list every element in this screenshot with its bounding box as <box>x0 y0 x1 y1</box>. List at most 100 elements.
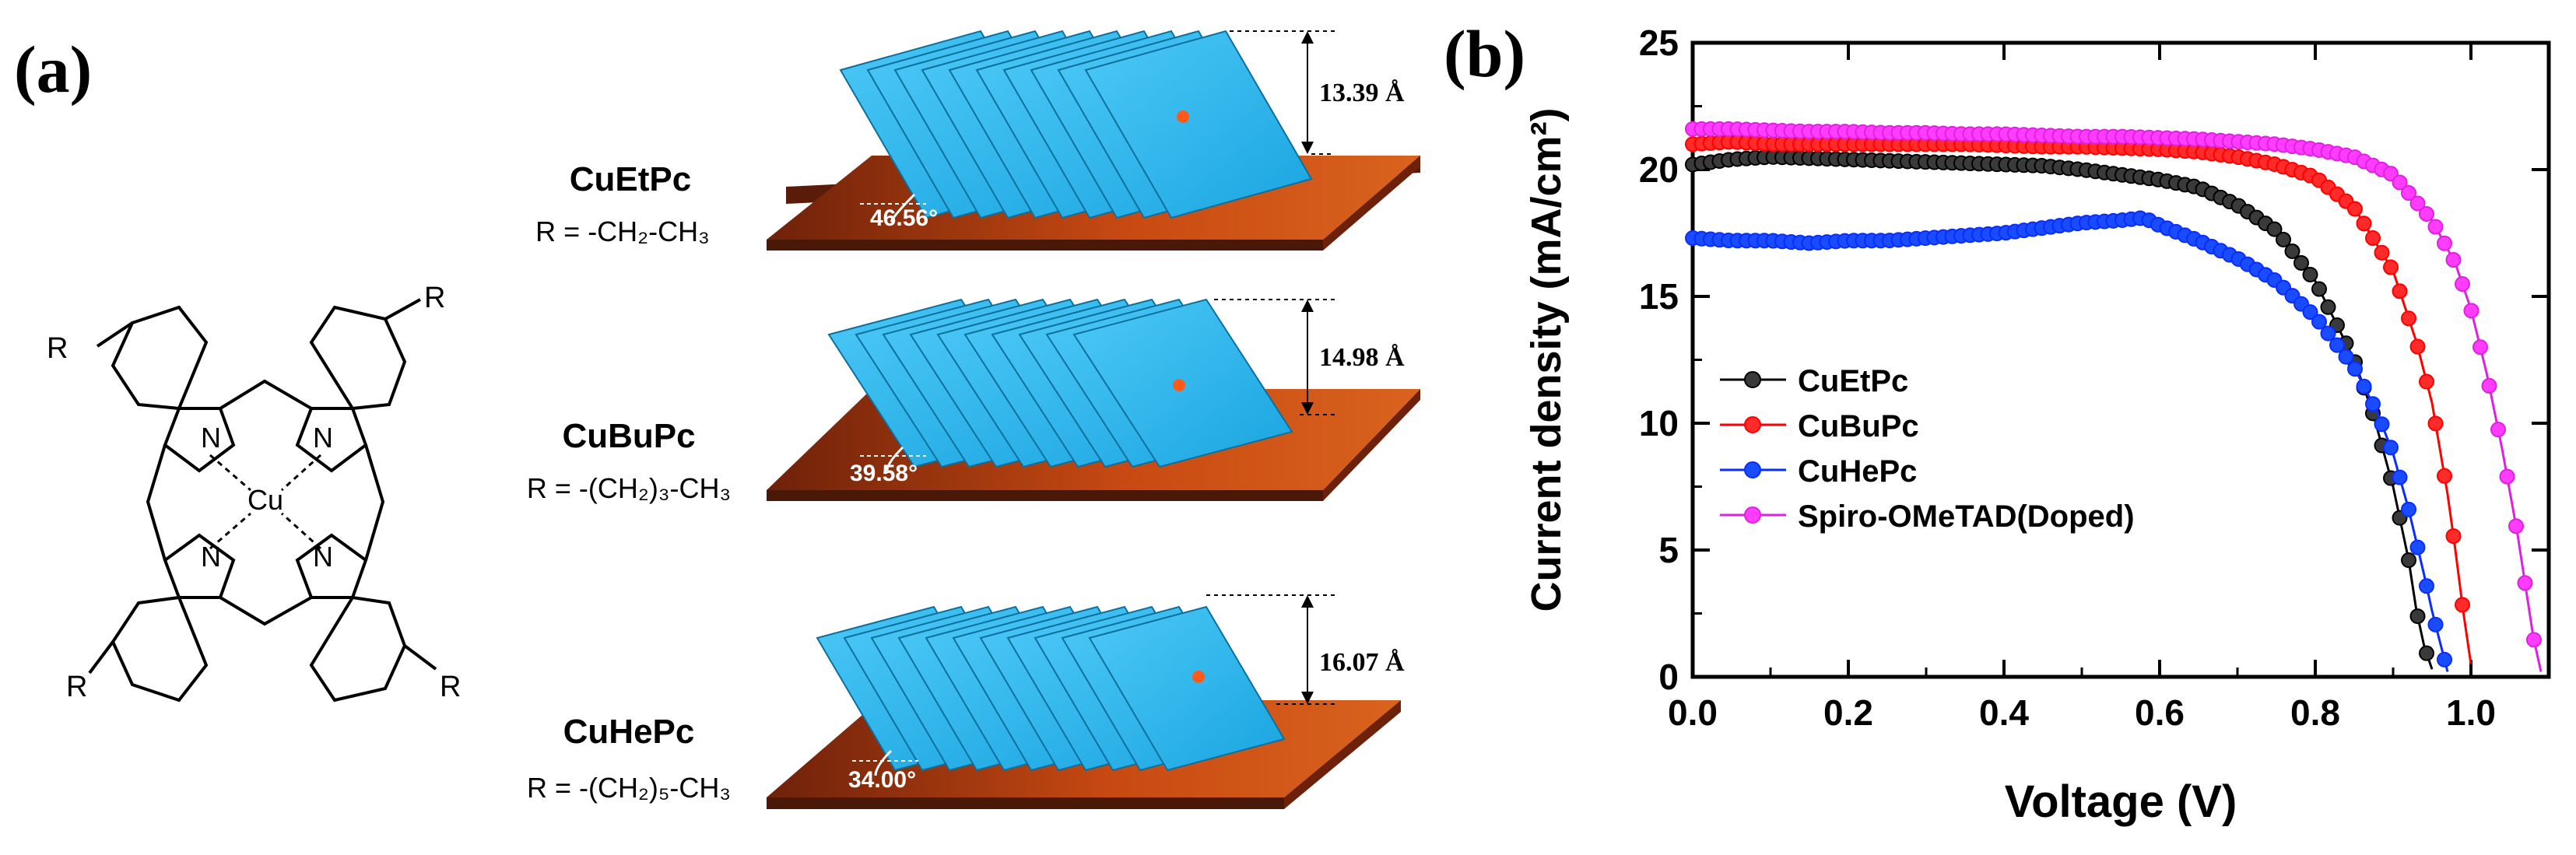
y-tick-label: 15 <box>1639 276 1679 317</box>
series-cuhepc <box>1685 210 2452 672</box>
data-point <box>2409 195 2426 212</box>
y-tick-label: 25 <box>1639 23 1679 63</box>
data-point <box>2463 303 2479 319</box>
data-point <box>2409 608 2426 625</box>
r-label: R <box>440 671 461 703</box>
data-point <box>2374 416 2390 433</box>
data-point <box>2365 230 2381 247</box>
data-point <box>2481 377 2497 394</box>
data-point <box>2392 283 2408 300</box>
data-point <box>2437 235 2452 251</box>
data-point <box>2356 378 2372 394</box>
legend-marker <box>1744 416 1761 433</box>
legend-label: CuEtPc <box>1798 364 1908 398</box>
panel-a-label: (a) <box>14 32 92 107</box>
data-point <box>2490 422 2506 438</box>
legend-label: Spiro-OMeTAD(Doped) <box>1798 499 2135 534</box>
legend-label: CuBuPc <box>1798 409 1919 443</box>
legend-marker <box>1744 506 1761 524</box>
y-tick-label: 0 <box>1658 657 1679 697</box>
data-point <box>2401 552 2416 569</box>
data-point <box>2401 501 2416 517</box>
data-point <box>2472 339 2488 356</box>
n-label: N <box>201 541 221 573</box>
series-cubupc <box>1685 134 2472 664</box>
data-point <box>2419 645 2434 661</box>
data-point <box>2455 276 2470 293</box>
data-point <box>2419 578 2434 594</box>
molecular-stack-cuhepc <box>767 594 1401 809</box>
data-point <box>2401 184 2416 201</box>
data-point <box>2437 651 2452 668</box>
x-tick-label: 1.0 <box>2446 692 2496 733</box>
data-point <box>2508 518 2524 534</box>
compound-r-formula: R = -(CH₂)₅-CH₃ <box>527 772 731 804</box>
data-point <box>2311 281 2327 297</box>
compound-name: CuEtPc <box>570 160 691 198</box>
panel-b-label: (b) <box>1444 16 1525 91</box>
data-point <box>2320 325 2336 342</box>
legend-marker <box>1744 461 1761 478</box>
data-point <box>2365 396 2381 412</box>
r-label: R <box>424 282 445 314</box>
series-cuetpc <box>1685 149 2434 670</box>
data-point <box>2499 468 2515 485</box>
y-tick-label: 5 <box>1658 530 1679 570</box>
data-point <box>2401 310 2416 327</box>
x-tick-label: 0.6 <box>2135 692 2185 733</box>
compound-name: CuHePc <box>563 713 695 751</box>
n-label: N <box>313 422 333 454</box>
data-point <box>2427 415 2444 432</box>
data-point <box>2445 252 2462 268</box>
data-point <box>2419 373 2434 390</box>
x-axis-label: Voltage (V) <box>2005 776 2237 827</box>
legend-marker <box>1744 371 1761 388</box>
compound-name: CuBuPc <box>562 417 695 455</box>
x-tick-label: 0.8 <box>2290 692 2340 733</box>
y-axis-label: Current density (mA/cm²) <box>1523 107 1570 611</box>
data-point <box>2383 440 2399 456</box>
data-point <box>2266 221 2283 237</box>
series-spiro-ometad-doped- <box>1685 121 2543 672</box>
data-point <box>2329 337 2345 353</box>
n-label: N <box>201 422 221 454</box>
data-point <box>2347 201 2363 217</box>
phthalocyanine-structure <box>88 298 437 703</box>
stack-height-label: 16.07 Å <box>1319 648 1405 677</box>
data-point <box>2356 216 2372 232</box>
x-tick-label: 0.2 <box>1823 692 1873 733</box>
molecular-stack-cuetpc <box>767 30 1420 251</box>
data-point <box>2517 575 2533 591</box>
stack-height-label: 14.98 Å <box>1319 343 1405 372</box>
compound-r-formula: R = -(CH₂)₃-CH₃ <box>527 472 731 504</box>
tilt-angle-label: 39.58° <box>850 461 918 486</box>
tilt-angle-label: 34.00° <box>848 767 916 793</box>
data-point <box>2427 219 2444 235</box>
panel-a: (a) <box>14 30 1420 809</box>
data-point <box>2526 632 2542 648</box>
data-point <box>2284 243 2301 259</box>
data-point <box>2374 244 2390 261</box>
cu-label: Cu <box>247 484 283 516</box>
data-point <box>2419 205 2434 222</box>
data-point <box>2347 361 2363 377</box>
panel-a-graphic: (a) <box>14 30 1420 809</box>
data-point <box>2293 254 2309 271</box>
legend-label: CuHePc <box>1798 454 1917 489</box>
x-tick-label: 0.0 <box>1668 692 1718 733</box>
molecular-stack-cubupc <box>767 298 1420 501</box>
x-tick-label: 0.4 <box>1979 692 2029 733</box>
data-point <box>2302 304 2318 321</box>
r-label: R <box>47 332 68 365</box>
r-label: R <box>66 671 87 703</box>
data-point <box>2445 528 2462 545</box>
data-point <box>2338 349 2354 365</box>
n-label: N <box>313 541 333 573</box>
data-point <box>2455 597 2470 613</box>
data-point <box>2383 259 2399 275</box>
y-tick-label: 10 <box>1639 403 1679 443</box>
y-tick-label: 20 <box>1639 149 1679 190</box>
data-point <box>2392 469 2408 485</box>
compound-r-formula: R = -CH₂-CH₃ <box>535 216 710 247</box>
